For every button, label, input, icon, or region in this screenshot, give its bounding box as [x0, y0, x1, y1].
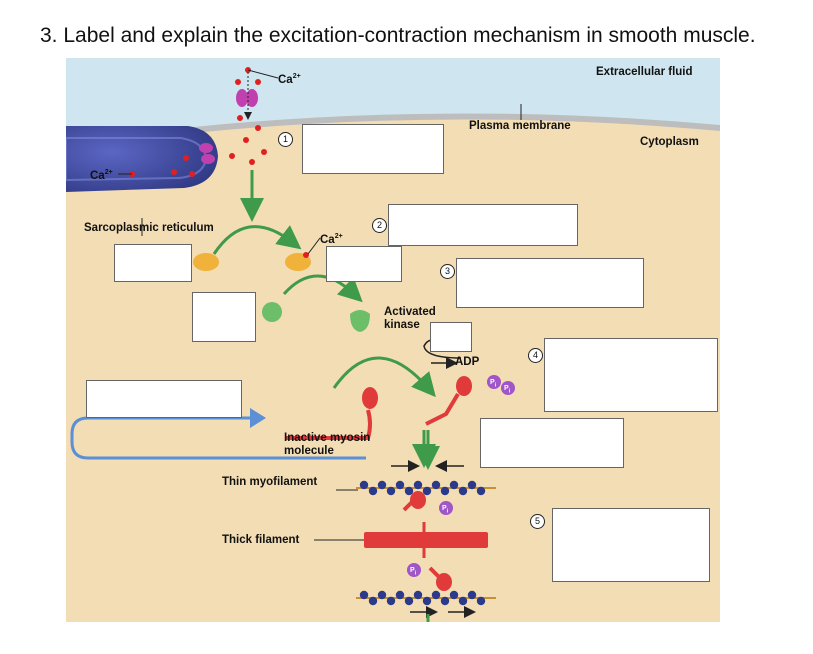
answer-box-left-2[interactable]: [192, 292, 256, 342]
extracellular-fluid-label: Extracellular fluid: [596, 66, 693, 78]
calmodulin-inactive: [193, 253, 219, 271]
step-1-marker: 1: [278, 132, 293, 147]
answer-box-calmodulin[interactable]: [326, 246, 402, 282]
phosphate-label-2: Pi: [504, 385, 511, 395]
inactive-myosin: [286, 409, 372, 440]
inactive-kinase: [262, 302, 282, 322]
membrane-calcium-channel: [236, 89, 258, 107]
excitation-contraction-diagram: (function(){ var svg = document.querySel…: [66, 58, 720, 622]
thick-filament-label: Thick filament: [222, 534, 300, 546]
thin-filament-actin-bottom: [476, 596, 486, 606]
ca-left-label: Ca2+: [90, 169, 113, 182]
step-5-marker: 5: [530, 514, 545, 529]
ca-top-label: Ca2+: [278, 73, 301, 86]
plasma-membrane-label: Plasma membrane: [469, 120, 571, 132]
thin-filament-actin-top: [440, 486, 450, 496]
sr-calcium-channel: [199, 143, 215, 164]
answer-box-left-1[interactable]: [114, 244, 192, 282]
thin-filament-actin-top: [422, 486, 432, 496]
calcium-ions: [129, 67, 267, 177]
thick-filament: [364, 522, 488, 558]
ca-step2-label: Ca2+: [320, 233, 343, 246]
answer-box-myosin[interactable]: [480, 418, 624, 468]
thin-filament-actin-bottom: [395, 590, 405, 600]
thin-myofilament-label: Thin myofilament: [222, 476, 318, 488]
sarcoplasmic-reticulum-shape: [66, 126, 218, 192]
activated-kinase: [350, 310, 370, 332]
thin-filament-actin-top: [413, 480, 423, 490]
step-4-marker: 4: [528, 348, 543, 363]
thin-filament-actin-bottom: [431, 590, 441, 600]
thin-filament-actin-top: [404, 486, 414, 496]
step-3-marker: 3: [440, 264, 455, 279]
answer-box-step-2[interactable]: [388, 204, 578, 246]
cytoplasm-label: Cytoplasm: [640, 136, 699, 148]
answer-box-step-3[interactable]: [456, 258, 644, 308]
step-2-marker: 2: [372, 218, 387, 233]
thin-filament-actin-bottom: [449, 590, 459, 600]
thin-filament-actin-top: [431, 480, 441, 490]
thin-filament-actin-bottom: [404, 596, 414, 606]
thin-filament-actin-bottom: [458, 596, 468, 606]
sarcoplasmic-reticulum-label: Sarcoplasmic reticulum: [84, 222, 214, 234]
answer-box-step-5[interactable]: [552, 508, 710, 582]
thin-filament-actin-top: [467, 480, 477, 490]
phosphorylated-myosin: [425, 392, 460, 426]
thin-filament-actin-top: [359, 480, 369, 490]
thin-filament-actin-top: [476, 486, 486, 496]
thin-filament-actin-top: [449, 480, 459, 490]
question-heading: 3. Label and explain the excitation-cont…: [40, 24, 756, 47]
thin-filament-actin-top: [377, 480, 387, 490]
thin-filament-actin-bottom: [359, 590, 369, 600]
adp-label: ADP: [455, 356, 480, 368]
thin-filament-actin-top: [368, 486, 378, 496]
thin-filament-actin-top: [395, 480, 405, 490]
thin-filament-actin-top: [386, 486, 396, 496]
answer-box-step-4[interactable]: [544, 338, 718, 412]
thin-filament-actin-top: [458, 486, 468, 496]
phosphate-label-4: Pi: [410, 567, 417, 577]
phosphate-label-1: Pi: [490, 379, 497, 389]
thin-filament-actin-bottom: [368, 596, 378, 606]
thin-filament-actin-bottom: [413, 590, 423, 600]
thin-filament-actin-bottom: [440, 596, 450, 606]
answer-box-left-3[interactable]: [86, 380, 242, 418]
answer-box-kinase[interactable]: [430, 322, 472, 352]
thin-filament-actin-bottom: [467, 590, 477, 600]
thin-filament-actin-bottom: [386, 596, 396, 606]
phosphate-label-3: Pi: [442, 505, 449, 515]
answer-box-step-1[interactable]: [302, 124, 444, 174]
thin-filament-actin-bottom: [422, 596, 432, 606]
thin-filament-actin-bottom: [377, 590, 387, 600]
